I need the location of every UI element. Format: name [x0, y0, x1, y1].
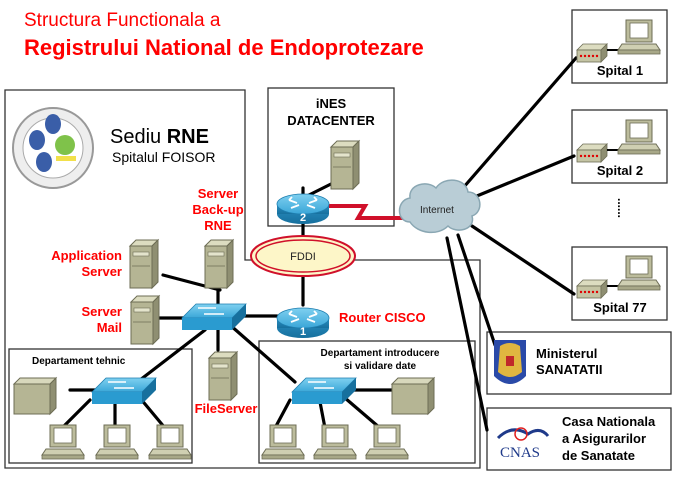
departament-tehnic-label: Departament tehnic [32, 356, 126, 367]
diagram-title-line1: Structura Functionala a [24, 10, 221, 31]
hospitals-ellipsis: ...... [615, 198, 629, 218]
router-2-icon[interactable]: 2 [276, 193, 330, 225]
cnas-logo-text: CNAS [500, 445, 540, 461]
backup-server-label-1: Server [198, 186, 238, 201]
internet-cloud[interactable]: Internet [398, 179, 481, 234]
mail-server-label-1: Server [82, 304, 122, 319]
datacenter-label-line2: DATACENTER [287, 113, 375, 128]
datacenter-label-line1: iNES [316, 96, 347, 111]
router-cisco-label: Router CISCO [339, 310, 426, 325]
cnas-label-2: a Asigurarilor [562, 431, 646, 446]
application-server-label-1: Application [51, 248, 122, 263]
mail-server-icon[interactable] [130, 295, 160, 345]
departament-introducere-label-1: Departament introducere [321, 348, 440, 359]
ministry-label-1: Ministerul [536, 346, 597, 361]
cnas-label-1: Casa Nationala [562, 414, 656, 429]
spital-77[interactable]: Spital 77 [576, 255, 661, 315]
cnas-logo: CNAS [496, 427, 550, 461]
spital-77-label: Spital 77 [593, 300, 646, 315]
file-server-label: FileServer [195, 401, 258, 416]
application-server-label-2: Server [82, 264, 122, 279]
fddi-ring[interactable]: FDDI [250, 235, 356, 277]
spital-2[interactable]: Spital 2 [576, 119, 661, 178]
internet-label: Internet [420, 205, 454, 216]
rne-seal-logo [12, 107, 94, 189]
spital-1[interactable]: Spital 1 [576, 19, 661, 78]
tehnic-printer-icon[interactable] [13, 377, 57, 415]
network-links [60, 56, 578, 432]
fddi-label: FDDI [290, 251, 316, 263]
file-server-icon[interactable] [208, 351, 238, 401]
cnas-label-3: de Sanatate [562, 448, 635, 463]
diagram-title-line2: Registrului National de Endoprotezare [24, 35, 424, 60]
sediu-title: Sediu RNE [110, 126, 209, 148]
introducere-printer-icon[interactable] [391, 377, 435, 415]
application-server-icon[interactable] [129, 239, 159, 289]
spital-2-modem-icon [576, 143, 608, 163]
sediu-subtitle: Spitalul FOISOR [112, 149, 215, 165]
departament-introducere-label-2: si validare date [344, 361, 417, 372]
romania-coat-of-arms-icon [494, 340, 526, 384]
spital-1-label: Spital 1 [597, 63, 643, 78]
backup-server-label-3: RNE [204, 218, 232, 233]
spital-1-modem-icon [576, 43, 608, 63]
router-cisco-icon[interactable]: 1 [276, 307, 330, 339]
mail-server-label-2: Mail [97, 320, 122, 335]
backup-server-icon[interactable] [204, 239, 234, 289]
backup-server-label-2: Back-up [192, 202, 243, 217]
router-1-number: 1 [300, 326, 306, 338]
spital-77-modem-icon [576, 279, 608, 299]
datacenter-server-icon[interactable] [330, 140, 360, 190]
spital-2-label: Spital 2 [597, 163, 643, 178]
wan-serial-link [325, 204, 408, 220]
ministry-label-2: SANATATII [536, 362, 602, 377]
router-2-number: 2 [300, 212, 306, 224]
